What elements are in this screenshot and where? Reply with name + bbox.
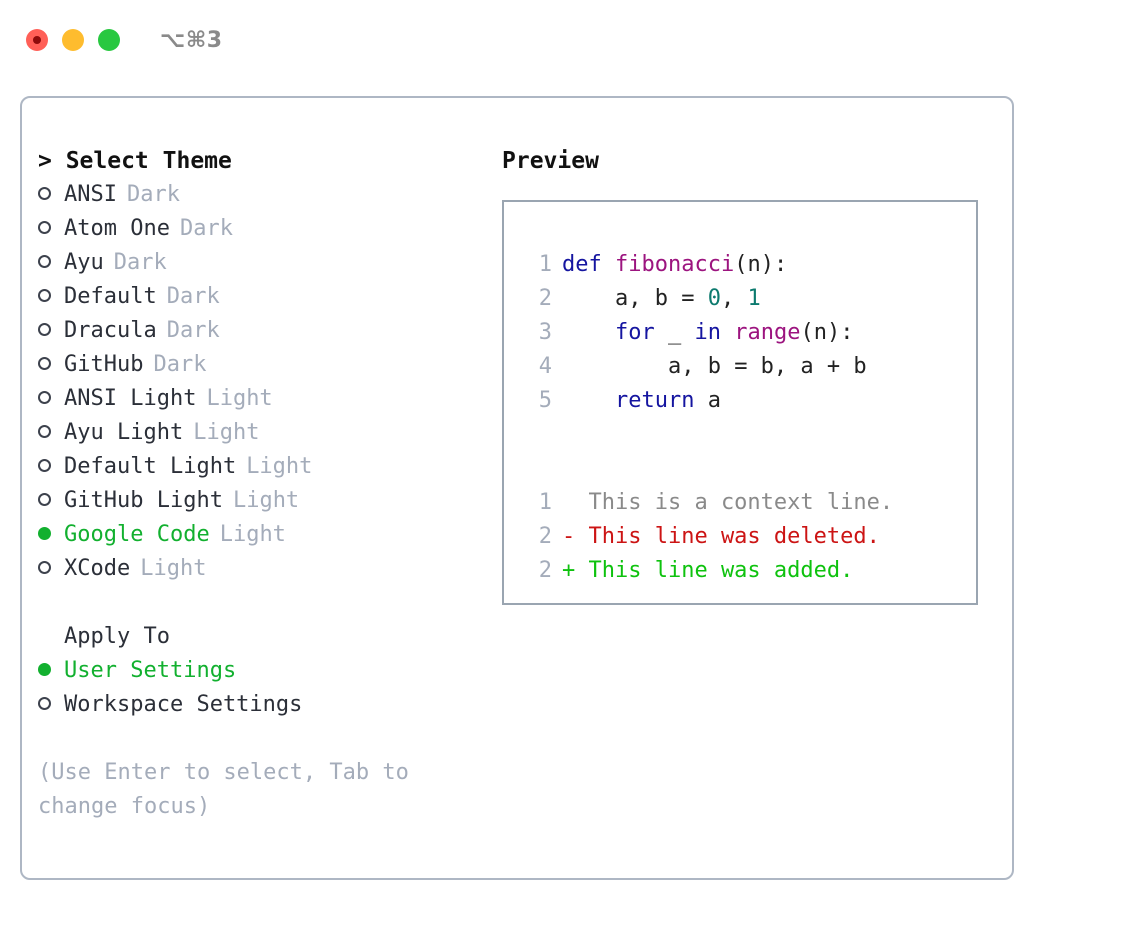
theme-list-item[interactable]: Ayu Light Light	[38, 416, 488, 450]
theme-variant-tag: Light	[206, 386, 273, 411]
theme-list-item[interactable]: Default Light Light	[38, 450, 488, 484]
radio-off-icon[interactable]	[38, 382, 64, 416]
theme-list-item[interactable]: ANSI Light Light	[38, 382, 488, 416]
code-text: return a	[614, 388, 721, 413]
theme-name: Default	[64, 284, 157, 309]
theme-variant-tag: Dark	[166, 318, 220, 343]
code-line: 3 for _ in range(n):	[504, 316, 976, 350]
line-number: 1	[538, 252, 552, 277]
theme-name: Atom One	[64, 216, 170, 241]
preview-panel: Preview 1 def fibonacci(n): 2 a, b = 0, …	[502, 144, 992, 605]
theme-name: ANSI Light	[64, 386, 197, 411]
radio-off-icon[interactable]	[38, 552, 64, 586]
spacer	[504, 452, 976, 486]
radio-off-icon[interactable]	[38, 212, 64, 246]
theme-variant-tag: Light	[219, 522, 286, 547]
line-number: 1	[538, 490, 552, 515]
preview-title: Preview	[502, 148, 599, 174]
theme-name: Ayu Light	[64, 420, 184, 445]
main-window-panel: > Select Theme ANSI Dark Atom One Dark A…	[20, 96, 1014, 880]
theme-variant-tag: Light	[232, 488, 300, 513]
code-line: 2 a, b = 0, 1	[504, 282, 976, 316]
theme-name: Ayu	[64, 250, 104, 275]
code-text: a, b = b, a + b	[667, 354, 867, 379]
theme-variant-tag: Light	[246, 454, 313, 479]
radio-off-icon[interactable]	[38, 416, 64, 450]
code-text: a, b = 0, 1	[614, 286, 761, 311]
radio-on-icon[interactable]	[38, 654, 64, 688]
line-number: 3	[538, 320, 552, 345]
code-line: 4 a, b = b, a + b	[504, 350, 976, 384]
theme-variant-tag: Dark	[166, 284, 220, 309]
radio-off-icon[interactable]	[38, 484, 64, 518]
spacer	[38, 586, 488, 620]
radio-off-icon[interactable]	[38, 280, 64, 314]
radio-on-icon[interactable]	[38, 518, 64, 552]
radio-off-icon[interactable]	[38, 348, 64, 382]
minimize-button[interactable]	[62, 29, 84, 51]
apply-to-group: User Settings Workspace Settings	[38, 654, 488, 722]
theme-name: Dracula	[64, 318, 157, 343]
theme-list-item[interactable]: GitHub Dark	[38, 348, 488, 382]
diff-text: - This line was deleted.	[562, 524, 880, 549]
diff-line-deleted: 2 - This line was deleted.	[504, 520, 976, 554]
theme-variant-tag: Dark	[126, 182, 180, 207]
line-number: 2	[538, 286, 552, 311]
diff-line-added: 2 + This line was added.	[504, 554, 976, 588]
code-text: def fibonacci(n):	[562, 252, 788, 277]
radio-off-icon[interactable]	[38, 246, 64, 280]
radio-off-icon[interactable]	[38, 450, 64, 484]
theme-name: Default Light	[64, 454, 237, 479]
page-title: > Select Theme	[38, 148, 232, 174]
theme-variant-tag: Dark	[113, 250, 167, 275]
apply-to-option-label: Workspace Settings	[64, 692, 303, 717]
theme-picker-panel: > Select Theme ANSI Dark Atom One Dark A…	[38, 144, 488, 824]
preview-box: 1 def fibonacci(n): 2 a, b = 0, 1 3 for …	[502, 200, 978, 605]
diff-text: + This line was added.	[562, 558, 854, 583]
apply-to-label: Apply To	[64, 624, 170, 649]
line-number: 5	[538, 388, 552, 413]
theme-list-item[interactable]: ANSI Dark	[38, 178, 488, 212]
theme-variant-tag: Light	[193, 420, 260, 445]
theme-list-item-selected[interactable]: Google Code Light	[38, 518, 488, 552]
theme-name: GitHub	[64, 352, 144, 377]
theme-list-item[interactable]: Default Dark	[38, 280, 488, 314]
radio-off-icon[interactable]	[38, 178, 64, 212]
diff-line-context: 1 This is a context line.	[504, 486, 976, 520]
line-number: 2	[538, 524, 552, 549]
spacer	[504, 418, 976, 452]
keyboard-shortcut-label: ⌥⌘3	[160, 27, 223, 53]
window-controls	[26, 29, 120, 51]
line-number: 2	[538, 558, 552, 583]
close-button[interactable]	[26, 29, 48, 51]
theme-name: XCode	[64, 556, 131, 581]
line-number: 4	[538, 354, 552, 379]
theme-list-item[interactable]: Ayu Dark	[38, 246, 488, 280]
diff-text: This is a context line.	[562, 490, 894, 515]
apply-to-option-user-settings[interactable]: User Settings	[38, 654, 488, 688]
theme-variant-tag: Dark	[153, 352, 207, 377]
maximize-button[interactable]	[98, 29, 120, 51]
apply-to-option-workspace-settings[interactable]: Workspace Settings	[38, 688, 488, 722]
radio-off-icon[interactable]	[38, 314, 64, 348]
keyboard-hint-text: (Use Enter to select, Tab to change focu…	[38, 760, 409, 819]
title-bar: ⌥⌘3	[0, 0, 1140, 80]
theme-variant-tag: Dark	[179, 216, 233, 241]
theme-name: Google Code	[64, 522, 210, 547]
theme-variant-tag: Light	[140, 556, 207, 581]
theme-list-item[interactable]: XCode Light	[38, 552, 488, 586]
theme-list-item[interactable]: Atom One Dark	[38, 212, 488, 246]
theme-list-item[interactable]: Dracula Dark	[38, 314, 488, 348]
theme-list: ANSI Dark Atom One Dark Ayu Dark Default…	[38, 178, 488, 586]
code-line: 1 def fibonacci(n):	[504, 248, 976, 282]
theme-list-item[interactable]: GitHub Light Light	[38, 484, 488, 518]
apply-to-option-label: User Settings	[64, 658, 237, 683]
radio-off-icon[interactable]	[38, 688, 64, 722]
code-text: for _ in range(n):	[614, 320, 854, 345]
theme-name: GitHub Light	[64, 488, 223, 513]
theme-name: ANSI	[64, 182, 117, 207]
code-line: 5 return a	[504, 384, 976, 418]
